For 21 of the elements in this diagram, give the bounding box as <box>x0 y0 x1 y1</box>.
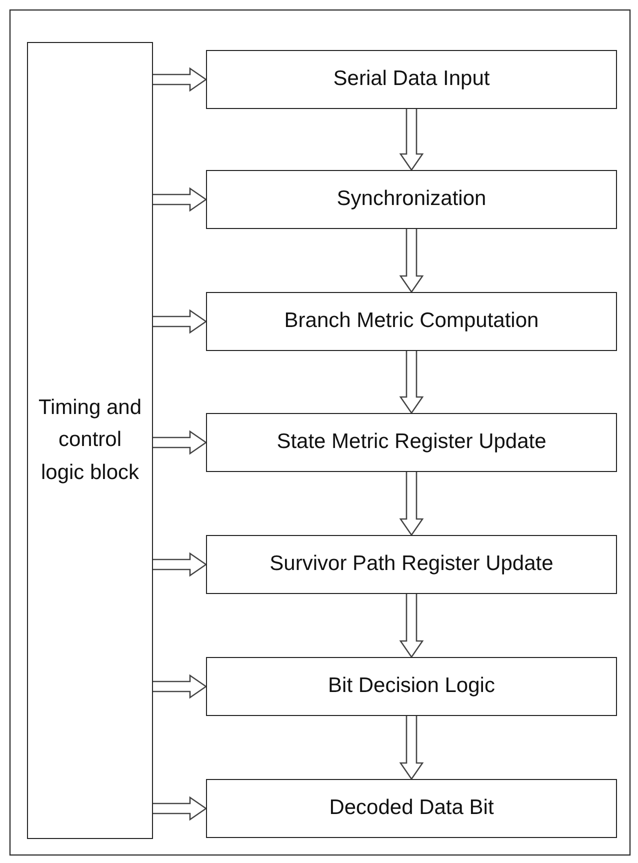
hollow-arrow <box>152 796 208 821</box>
process-box: Decoded Data Bit <box>206 779 617 838</box>
hollow-arrow <box>152 187 208 212</box>
control-block: Timing and control logic block <box>27 42 153 839</box>
hollow-arrow <box>399 228 424 294</box>
process-box: Synchronization <box>206 170 617 229</box>
hollow-arrow <box>399 108 424 172</box>
hollow-arrow <box>399 715 424 780</box>
process-box: Serial Data Input <box>206 50 617 109</box>
process-box: Survivor Path Register Update <box>206 535 617 594</box>
hollow-arrow <box>152 430 208 455</box>
process-box: Bit Decision Logic <box>206 657 617 716</box>
hollow-arrow <box>399 593 424 658</box>
hollow-arrow <box>152 67 208 92</box>
hollow-arrow <box>399 350 424 414</box>
process-box: State Metric Register Update <box>206 413 617 472</box>
hollow-arrow <box>399 471 424 536</box>
process-box: Branch Metric Computation <box>206 292 617 351</box>
hollow-arrow <box>152 674 208 699</box>
hollow-arrow <box>152 309 208 334</box>
hollow-arrow <box>152 552 208 577</box>
